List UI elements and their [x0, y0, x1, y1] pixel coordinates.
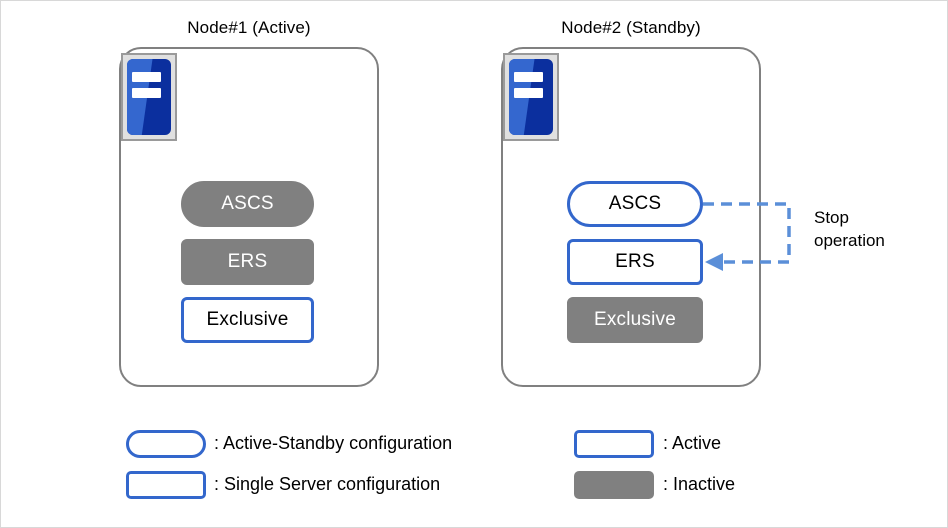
node-1-service-exclusive[interactable]: Exclusive: [181, 297, 314, 343]
node-1-service-ers[interactable]: ERS: [181, 239, 314, 285]
server-icon-bar-top: [132, 71, 162, 82]
node-1-service-ascs[interactable]: ASCS: [181, 181, 314, 227]
legend-swatch-single-server: [126, 471, 206, 499]
server-icon: [503, 53, 559, 141]
server-icon-body: [509, 59, 553, 135]
legend-swatch-active: [574, 430, 654, 458]
legend-label-active-standby: : Active-Standby configuration: [214, 433, 453, 453]
node-2-title: Node#2 (Standby): [561, 18, 701, 37]
server-icon: [121, 53, 177, 141]
node-2-service-exclusive[interactable]: Exclusive: [567, 297, 703, 343]
node-2-service-ascs[interactable]: ASCS: [567, 181, 703, 227]
legend-label-active: : Active: [663, 433, 722, 453]
server-icon-bar-bottom: [514, 87, 544, 98]
legend-label-inactive: : Inactive: [663, 474, 736, 494]
legend-label-single-server: : Single Server configuration: [214, 474, 441, 494]
server-icon-bar-top: [514, 71, 544, 82]
legend-swatch-inactive: [574, 471, 654, 499]
server-icon-bar-bottom: [132, 87, 162, 98]
legend-swatch-active-standby: [126, 430, 206, 458]
node-2-service-ers[interactable]: ERS: [567, 239, 703, 285]
node-1-title: Node#1 (Active): [187, 18, 311, 37]
stop-operation-annotation: Stop operation: [814, 208, 885, 251]
server-icon-body: [127, 59, 171, 135]
